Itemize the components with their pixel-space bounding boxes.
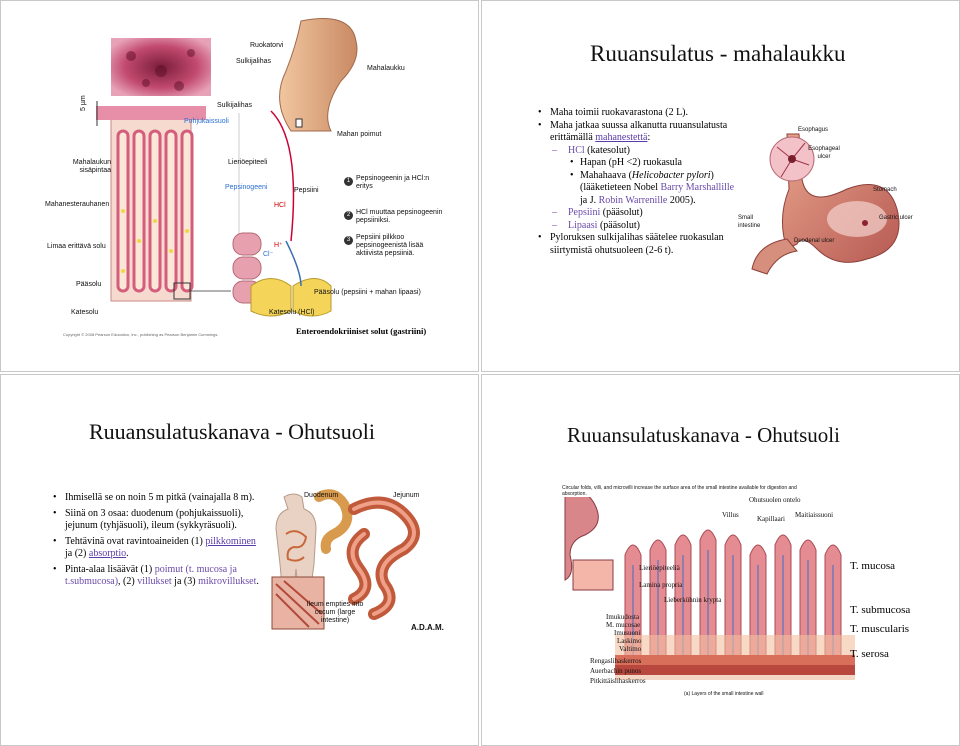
label-scale: 5 µm: [80, 95, 87, 111]
label-kapillaari: Kapillaari: [757, 515, 785, 523]
label-m-mucosae: M. mucosae: [606, 621, 641, 629]
label-lierioepiteeli: Lieriöepiteeli: [228, 159, 268, 166]
label-t-submucosa: T. submucosa: [850, 604, 911, 616]
label-t-serosa: T. serosa: [850, 648, 889, 660]
label-imusuoni: Imusuoni: [614, 629, 641, 637]
link-pilkkominen[interactable]: pilkkominen: [205, 535, 256, 547]
label-gastric-ulcer: Gastric ulcer: [879, 215, 913, 221]
label-pepsiini: Pepsiini: [294, 187, 319, 194]
label-rauhanen: Mahanesterauhanen: [45, 201, 110, 208]
sub-sub-bullet-mahahaava: •Mahahaava (Helicobacter pylori) (lääket…: [570, 169, 735, 206]
bullet-2: •Siinä on 3 osaa: duodenum (pohjukaissuo…: [53, 507, 244, 532]
figure-caption: (a) Layers of the small intestine wall: [684, 691, 764, 697]
bullet-1: •Ihmisellä se on noin 5 m pitkä (vainaja…: [53, 492, 255, 503]
label-lierioepiteelia: Lieriöepiteeliä: [639, 564, 680, 572]
label-esophageal-ulcer: Esophageal ulcer: [808, 146, 840, 160]
label-valtimo: Valtimo: [619, 645, 642, 653]
step-1-text: Pepsinogeenin ja HCl:n eritys: [356, 175, 430, 190]
label-sulkijalihas: Sulkijalihas: [217, 102, 253, 109]
slide-ohutsuoli-2: Ruuansulatuskanava - Ohutsuoli Circular …: [481, 374, 960, 746]
label-ileum: Ileum empties into cecum (large intestin…: [306, 601, 364, 624]
figure-header: Circular folds, villi, and microvilli in…: [562, 485, 797, 497]
step-1-badge: 1: [344, 177, 353, 186]
label-liman-solu: Limaa erittävä solu: [47, 243, 106, 250]
ulcer-illustration: [747, 119, 917, 289]
label-stomach: Stomach: [873, 187, 897, 193]
bullet-1: •Maha toimii ruokavarastona (2 L).: [538, 107, 689, 118]
label-t-muscularis: T. muscularis: [850, 623, 910, 635]
bullet-2: •Maha jatkaa suussa alkanutta ruuansulat…: [538, 119, 728, 144]
label-katesolu-hcl: Katesolu (HCl): [269, 309, 315, 316]
step-3-text: Pepsiini pilkkoo pepsinogeenistä lisää a…: [356, 234, 424, 257]
label-imukudosta: Imukudosta: [606, 613, 640, 621]
label-villus: Villus: [722, 511, 739, 519]
step-2-badge: 2: [344, 211, 353, 220]
label-h-plus: H⁺: [274, 242, 283, 249]
sub-bullet-hcl: –HCl (katesolut): [552, 144, 630, 156]
label-small-intestine: Small intestine: [738, 215, 761, 229]
label-pitkittais: Pitkittäislihaskerros: [590, 677, 646, 685]
caption-enteroendokriiniset: Enteroendokriiniset solut (gastriini): [296, 326, 427, 336]
label-duodenal-ulcer: Duodenal ulcer: [794, 238, 835, 244]
label-pohjukaissuoli: Pohjukaissuoli: [184, 118, 229, 125]
slide-title: Ruuansulatuskanava - Ohutsuoli: [567, 423, 840, 447]
bullet-3: •Tehtävinä ovat ravintoaineiden (1) pilk…: [53, 535, 256, 560]
label-sulkijalihas-top: Sulkijalihas: [236, 58, 272, 65]
step-2-text: HCl muuttaa pepsinogeenin pepsiiniksi.: [356, 209, 443, 224]
label-duodenum: Duodenum: [304, 492, 339, 499]
bullet-list: •Ihmisellä se on noin 5 m pitkä (vainaja…: [53, 492, 261, 589]
slide-title: Ruuansulatus - mahalaukku: [590, 41, 846, 66]
sub-bullet-lipaasi: –Lipaasi (pääsolut): [552, 219, 640, 231]
label-t-mucosa: T. mucosa: [850, 560, 896, 572]
label-paasolu-desc: Pääsolu (pepsiini + mahan lipaasi): [314, 289, 421, 296]
bullet-list: •Maha toimii ruokavarastona (2 L). •Maha…: [538, 107, 743, 257]
link-absorptio[interactable]: absorptio: [88, 548, 127, 559]
slide-ohutsuoli-1: Ruuansulatuskanava - Ohutsuoli •Ihmisell…: [0, 374, 479, 746]
bullet-4: •Pinta-alaa lisäävät (1) poimut (t. muco…: [53, 563, 259, 588]
label-mahan-poimut: Mahan poimut: [337, 131, 382, 138]
label-rengas: Rengaslihaskerros: [590, 657, 642, 665]
copyright: Copyright © 2008 Pearson Education, Inc.…: [63, 332, 219, 337]
intestine-illustration: [264, 489, 444, 639]
label-paasolu: Pääsolu: [76, 281, 102, 288]
bullet-3: •Pyloruksen sulkijalihas säätelee ruokas…: [538, 232, 724, 256]
slide-stomach-glands: Ruokatorvi Sulkijalihas Mahalaukku 5 µm …: [0, 0, 479, 372]
label-maitiaissuoni: Maitiaissuoni: [795, 511, 834, 519]
link-mahanestetta[interactable]: mahanestettä: [595, 132, 648, 143]
label-katesolu: Katesolu: [71, 309, 99, 316]
adam-logo: A.D.A.M.: [411, 623, 444, 632]
slide-mahalaukku: Ruuansulatus - mahalaukku •Maha toimii r…: [481, 0, 960, 372]
label-laskimo: Laskimo: [617, 637, 642, 645]
label-sisapinta: Mahalaukun sisäpintaa: [72, 159, 111, 174]
label-ruokatorvi: Ruokatorvi: [250, 42, 284, 49]
label-mahalaukku: Mahalaukku: [367, 65, 405, 72]
label-esophagus: Esophagus: [798, 127, 829, 133]
label-jejunum: Jejunum: [393, 492, 420, 499]
label-lieberkuhnin: Lieberkühnin krypta: [664, 596, 722, 604]
label-pepsinogeeni: Pepsinogeeni: [225, 184, 268, 191]
intestine-wall-illustration: [555, 485, 900, 699]
label-lamina-propria: Lamina propria: [639, 581, 683, 589]
slide-title: Ruuansulatuskanava - Ohutsuoli: [89, 419, 375, 444]
step-3-badge: 3: [344, 236, 353, 245]
label-hcl: HCl: [274, 202, 286, 209]
label-auerbach: Auerbachin punos: [590, 667, 642, 675]
label-cl-minus: Cl⁻: [263, 251, 274, 258]
label-ohutsuolen-ontelo: Ohutsuolen ontelo: [749, 496, 801, 504]
stomach-gland-illustration: [96, 18, 358, 317]
sub-bullet-pepsiini: –Pepsiini (pääsolut): [552, 207, 643, 218]
sub-sub-bullet-hapan: •Hapan (pH <2) ruokasula: [570, 157, 682, 168]
